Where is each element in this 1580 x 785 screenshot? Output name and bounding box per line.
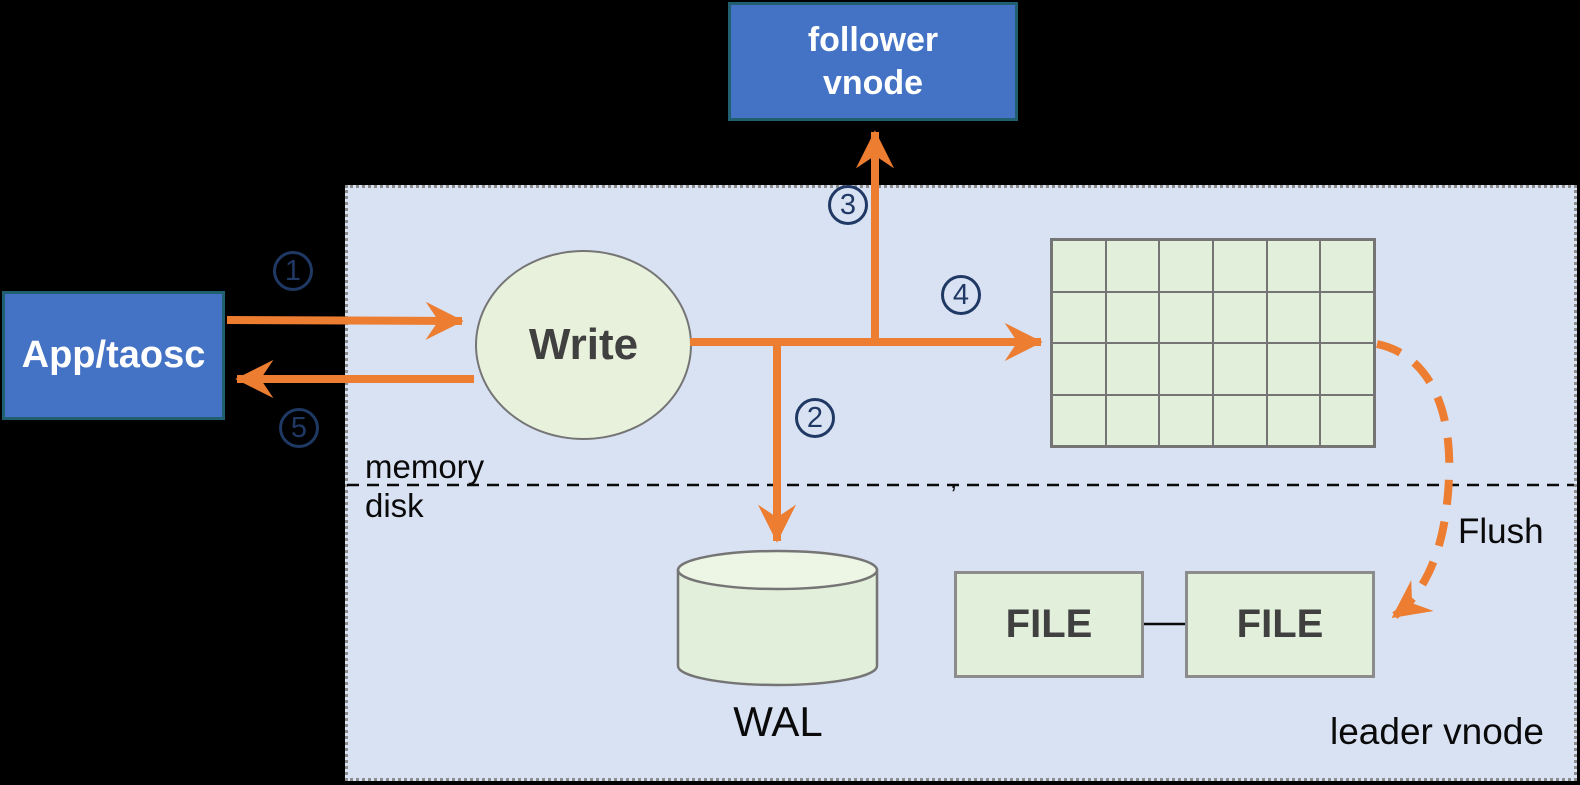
memtable-cell [1266, 240, 1321, 292]
file-node-2: FILE [1185, 571, 1375, 678]
memtable-cell [1052, 343, 1106, 395]
memtable-cell [1159, 394, 1213, 446]
memtable-cell [1105, 240, 1160, 292]
memtable-cell [1159, 343, 1213, 395]
step-badge-1: 1 [273, 251, 313, 291]
memtable-cell [1266, 394, 1321, 446]
step-badge-5: 5 [279, 408, 319, 448]
app-taosc-node: App/taosc [2, 291, 225, 420]
memtable-cell [1052, 240, 1106, 292]
step-badge-3: 3 [828, 185, 868, 225]
flush-label: Flush [1458, 512, 1544, 551]
leader-vnode-label: leader vnode [1330, 711, 1544, 752]
memtable-cell [1105, 394, 1160, 446]
memtable-cell [1159, 291, 1213, 343]
write-process-node: Write [475, 250, 692, 440]
memtable-cell [1266, 291, 1321, 343]
memtable-cell [1105, 343, 1160, 395]
memtable-cell [1320, 394, 1374, 446]
memtable-cell [1320, 240, 1374, 292]
memtable-cell [1052, 394, 1106, 446]
follower-vnode-node: follower vnode [728, 2, 1018, 121]
step-badge-4: 4 [941, 275, 981, 315]
memtable-cell [1052, 291, 1106, 343]
file-node-1: FILE [954, 571, 1144, 678]
memtable-cell [1213, 394, 1267, 446]
stray-comma-mark: , [950, 464, 958, 494]
memtable-cell [1105, 291, 1160, 343]
disk-label: disk [365, 487, 424, 524]
memtable-cell [1320, 291, 1374, 343]
memory-label: memory [365, 448, 485, 485]
memtable-cell [1320, 343, 1374, 395]
wal-label: WAL [733, 698, 823, 745]
step-badge-2: 2 [795, 398, 835, 438]
memtable-cell [1213, 343, 1267, 395]
memtable-cell [1266, 343, 1321, 395]
memtable-cell [1213, 291, 1267, 343]
memtable-cell [1213, 240, 1267, 292]
memtable-cell [1159, 240, 1213, 292]
memtable-grid [1050, 238, 1376, 448]
